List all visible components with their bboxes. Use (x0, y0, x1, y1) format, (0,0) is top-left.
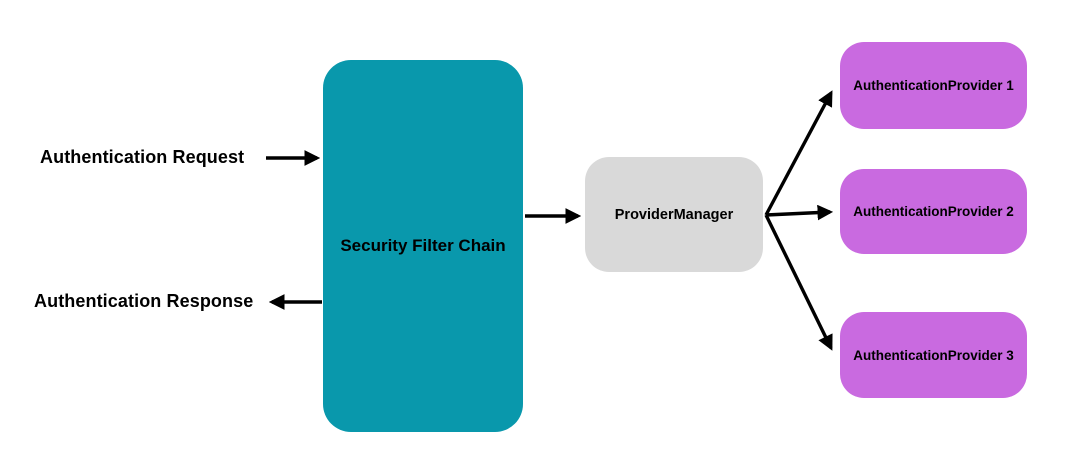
arrow-manager-to-provider1 (764, 90, 833, 216)
arrow-manager-to-provider3 (764, 214, 833, 351)
node-security-filter-chain: Security Filter Chain (323, 60, 523, 432)
arrow-manager-to-provider2 (765, 204, 834, 221)
node-security-filter-chain-label: Security Filter Chain (340, 236, 506, 255)
auth-response-label: Authentication Response (34, 291, 254, 311)
node-authentication-provider-1: AuthenticationProvider 1 (840, 42, 1027, 129)
node-provider-manager: ProviderManager (585, 157, 763, 272)
node-provider-manager-label: ProviderManager (614, 206, 734, 223)
node-authentication-provider-2-label: AuthenticationProvider 2 (853, 204, 1014, 219)
auth-request-label: Authentication Request (40, 147, 245, 167)
node-authentication-provider-2: AuthenticationProvider 2 (840, 169, 1027, 254)
node-authentication-provider-1-label: AuthenticationProvider 1 (853, 78, 1014, 93)
node-authentication-provider-3: AuthenticationProvider 3 (840, 312, 1027, 398)
node-authentication-provider-3-label: AuthenticationProvider 3 (853, 347, 1014, 363)
